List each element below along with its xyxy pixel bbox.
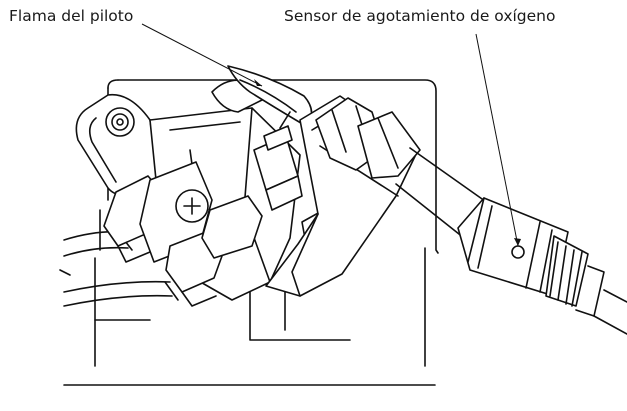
pilot-flame-leader (141, 23, 263, 87)
igniter-electrode (253, 111, 303, 211)
oxygen-sensor-label: Sensor de agotamiento de oxígeno (284, 7, 556, 25)
pilot-flame-arrowhead-icon (254, 79, 262, 86)
pilot-flame-label: Flama del piloto (9, 7, 134, 25)
oxygen-sensor-leader (475, 33, 519, 247)
oxygen-sensor-body (457, 197, 627, 335)
sensor-tube (395, 147, 493, 239)
sensor-port-icon (511, 245, 525, 259)
leader-lines (141, 23, 521, 247)
gas-tubes (63, 230, 179, 307)
pilot-bracket (75, 93, 159, 196)
manifold-block (103, 161, 263, 307)
arm-fittings (315, 97, 421, 179)
base-housing (63, 247, 436, 386)
oxygen-sensor-arrowhead-icon (514, 238, 521, 246)
